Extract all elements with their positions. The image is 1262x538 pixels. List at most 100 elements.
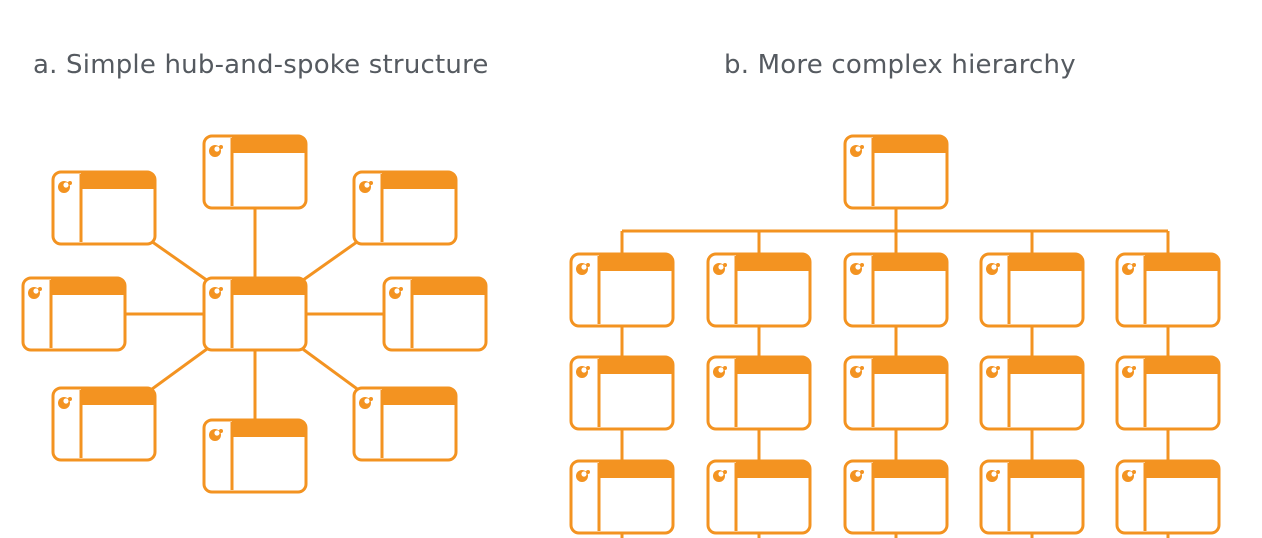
- logo-mark-icon: [58, 181, 72, 193]
- header-bar: [232, 136, 306, 153]
- root-node: [843, 134, 949, 210]
- spoke-node-top-right: [352, 170, 458, 246]
- child-node-c4-r2: [979, 355, 1085, 431]
- header-bar: [1145, 254, 1219, 271]
- logo-mark-icon: [359, 181, 373, 193]
- page-window-icon: [843, 252, 949, 328]
- header-bar: [1009, 461, 1083, 478]
- page-window-icon: [979, 355, 1085, 431]
- page-window-icon: [352, 170, 458, 246]
- page-window-icon: [979, 459, 1085, 535]
- logo-mark-icon: [850, 470, 864, 482]
- header-bar: [1145, 461, 1219, 478]
- spoke-node-top: [202, 134, 308, 210]
- logo-mark-icon: [850, 263, 864, 275]
- header-bar: [873, 136, 947, 153]
- page-window-icon: [843, 355, 949, 431]
- spoke-node-bottom-left: [51, 386, 157, 462]
- logo-mark-icon: [576, 366, 590, 378]
- logo-mark-icon: [28, 287, 42, 299]
- child-node-c2-r2: [706, 355, 812, 431]
- header-bar: [736, 357, 810, 374]
- child-node-c4-r3: [979, 459, 1085, 535]
- page-window-icon: [51, 386, 157, 462]
- page-window-icon: [21, 276, 127, 352]
- header-bar: [412, 278, 486, 295]
- page-window-icon: [51, 170, 157, 246]
- logo-mark-icon: [389, 287, 403, 299]
- header-bar: [599, 254, 673, 271]
- child-node-c3-r2: [843, 355, 949, 431]
- logo-mark-icon: [576, 263, 590, 275]
- page-window-icon: [202, 134, 308, 210]
- header-bar: [873, 254, 947, 271]
- logo-mark-icon: [986, 470, 1000, 482]
- nodes: [21, 134, 1221, 535]
- page-window-icon: [352, 386, 458, 462]
- header-bar: [382, 172, 456, 189]
- child-node-c3-r3: [843, 459, 949, 535]
- logo-mark-icon: [1122, 366, 1136, 378]
- header-bar: [1145, 357, 1219, 374]
- logo-mark-icon: [1122, 470, 1136, 482]
- logo-mark-icon: [576, 470, 590, 482]
- header-bar: [81, 388, 155, 405]
- logo-mark-icon: [209, 429, 223, 441]
- logo-mark-icon: [1122, 263, 1136, 275]
- spoke-node-left: [21, 276, 127, 352]
- child-node-c1-r1: [569, 252, 675, 328]
- logo-mark-icon: [713, 366, 727, 378]
- logo-mark-icon: [209, 287, 223, 299]
- page-window-icon: [202, 276, 308, 352]
- header-bar: [599, 357, 673, 374]
- logo-mark-icon: [850, 366, 864, 378]
- page-window-icon: [706, 459, 812, 535]
- hub-node: [202, 276, 308, 352]
- header-bar: [81, 172, 155, 189]
- header-bar: [51, 278, 125, 295]
- child-node-c5-r3: [1115, 459, 1221, 535]
- child-node-c5-r2: [1115, 355, 1221, 431]
- logo-mark-icon: [850, 145, 864, 157]
- page-window-icon: [1115, 355, 1221, 431]
- page-window-icon: [706, 355, 812, 431]
- page-window-icon: [569, 252, 675, 328]
- header-bar: [232, 278, 306, 295]
- spoke-node-bottom: [202, 418, 308, 494]
- page-window-icon: [843, 459, 949, 535]
- page-window-icon: [843, 134, 949, 210]
- logo-mark-icon: [359, 397, 373, 409]
- page-window-icon: [706, 252, 812, 328]
- header-bar: [232, 420, 306, 437]
- spoke-node-bottom-right: [352, 386, 458, 462]
- header-bar: [736, 254, 810, 271]
- header-bar: [1009, 357, 1083, 374]
- header-bar: [599, 461, 673, 478]
- logo-mark-icon: [713, 470, 727, 482]
- page-window-icon: [1115, 459, 1221, 535]
- panel-b-title: b. More complex hierarchy: [724, 50, 1076, 80]
- page-window-icon: [202, 418, 308, 494]
- header-bar: [1009, 254, 1083, 271]
- spoke-node-right: [382, 276, 488, 352]
- page-window-icon: [1115, 252, 1221, 328]
- child-node-c1-r3: [569, 459, 675, 535]
- panel-a-title: a. Simple hub-and-spoke structure: [33, 50, 489, 80]
- logo-mark-icon: [986, 366, 1000, 378]
- header-bar: [382, 388, 456, 405]
- page-window-icon: [382, 276, 488, 352]
- child-node-c2-r3: [706, 459, 812, 535]
- child-node-c2-r1: [706, 252, 812, 328]
- child-node-c4-r1: [979, 252, 1085, 328]
- page-window-icon: [569, 459, 675, 535]
- spoke-node-top-left: [51, 170, 157, 246]
- logo-mark-icon: [986, 263, 1000, 275]
- child-node-c3-r1: [843, 252, 949, 328]
- child-node-c1-r2: [569, 355, 675, 431]
- logo-mark-icon: [209, 145, 223, 157]
- page-window-icon: [569, 355, 675, 431]
- page-window-icon: [979, 252, 1085, 328]
- logo-mark-icon: [58, 397, 72, 409]
- header-bar: [873, 461, 947, 478]
